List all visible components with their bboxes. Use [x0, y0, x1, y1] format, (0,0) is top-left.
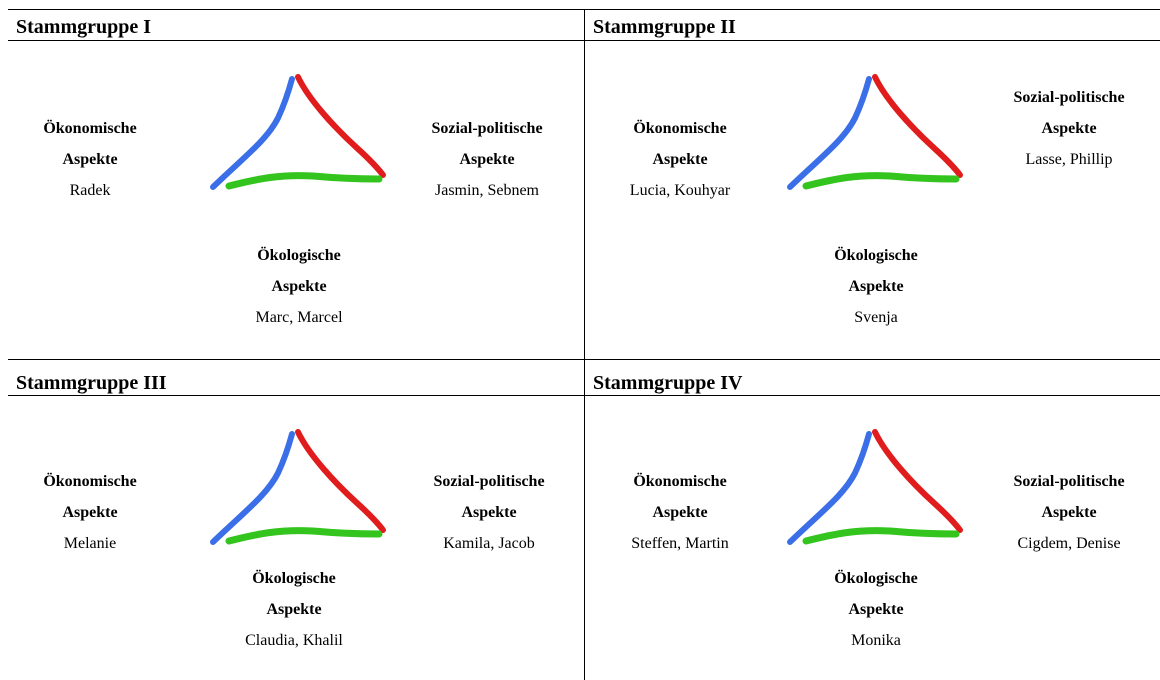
sustainability-triangle	[210, 429, 386, 545]
social-side-stroke	[872, 429, 963, 533]
ecological-aspects-block: Ökologische Aspekte Monika	[796, 563, 956, 656]
economic-side-stroke	[787, 76, 872, 190]
economic-side-stroke	[210, 76, 295, 190]
economic-aspects-block: Ökonomische Aspekte Melanie	[20, 466, 160, 559]
sustainability-triangle	[787, 429, 963, 545]
aspects-label: Aspekte	[62, 151, 118, 168]
economic-aspects-block: Ökonomische Aspekte Steffen, Martin	[605, 466, 755, 559]
table-column-divider	[584, 9, 585, 680]
ecological-label: Ökologische	[252, 570, 336, 587]
social-side-stroke	[872, 74, 963, 178]
aspects-label: Aspekte	[1041, 504, 1097, 521]
social-side-stroke	[295, 429, 386, 533]
social-political-label: Sozial-politische	[1013, 89, 1125, 106]
aspects-label: Aspekte	[271, 278, 327, 295]
social-political-label: Sozial-politische	[433, 473, 545, 490]
member-names: Lucia, Kouhyar	[629, 182, 731, 199]
sustainability-triangle	[787, 74, 963, 190]
quadrant-title: Stammgruppe III	[16, 372, 167, 394]
ecological-label: Ökologische	[834, 570, 918, 587]
member-names: Jasmin, Sebnem	[435, 182, 539, 199]
member-names: Svenja	[854, 309, 898, 326]
ecological-side-stroke	[802, 527, 960, 545]
ecological-side-stroke	[225, 527, 383, 545]
aspects-label: Aspekte	[459, 151, 515, 168]
social-political-aspects-block: Sozial-politische Aspekte Lasse, Phillip	[989, 82, 1149, 175]
ecological-side-stroke	[802, 172, 960, 190]
quadrant-title: Stammgruppe I	[16, 16, 152, 38]
member-names: Kamila, Jacob	[443, 535, 535, 552]
ecological-aspects-block: Ökologische Aspekte Claudia, Khalil	[214, 563, 374, 656]
ecological-aspects-block: Ökologische Aspekte Svenja	[796, 240, 956, 333]
aspects-label: Aspekte	[266, 601, 322, 618]
economic-label: Ökonomische	[633, 473, 727, 490]
social-political-label: Sozial-politische	[1013, 473, 1125, 490]
economic-side-stroke	[787, 431, 872, 545]
member-names: Melanie	[63, 535, 117, 552]
ecological-side-stroke	[225, 172, 383, 190]
quadrant-title: Stammgruppe II	[593, 16, 736, 38]
ecological-label: Ökologische	[834, 247, 918, 264]
aspects-label: Aspekte	[1041, 120, 1097, 137]
ecological-label: Ökologische	[257, 247, 341, 264]
member-names: Radek	[69, 182, 111, 199]
social-political-aspects-block: Sozial-politische Aspekte Cigdem, Denise	[989, 466, 1149, 559]
member-names: Marc, Marcel	[255, 309, 343, 326]
economic-aspects-block: Ökonomische Aspekte Lucia, Kouhyar	[605, 113, 755, 206]
ecological-aspects-block: Ökologische Aspekte Marc, Marcel	[219, 240, 379, 333]
economic-label: Ökonomische	[43, 120, 137, 137]
social-political-label: Sozial-politische	[431, 120, 543, 137]
quadrant-title: Stammgruppe IV	[593, 372, 743, 394]
sustainability-triangle	[210, 74, 386, 190]
economic-aspects-block: Ökonomische Aspekte Radek	[20, 113, 160, 206]
aspects-label: Aspekte	[652, 151, 708, 168]
member-names: Steffen, Martin	[631, 535, 729, 552]
aspects-label: Aspekte	[848, 278, 904, 295]
social-side-stroke	[295, 74, 386, 178]
economic-label: Ökonomische	[43, 473, 137, 490]
aspects-label: Aspekte	[461, 504, 517, 521]
aspects-label: Aspekte	[62, 504, 118, 521]
social-political-aspects-block: Sozial-politische Aspekte Kamila, Jacob	[409, 466, 569, 559]
member-names: Claudia, Khalil	[245, 632, 343, 649]
social-political-aspects-block: Sozial-politische Aspekte Jasmin, Sebnem	[407, 113, 567, 206]
economic-label: Ökonomische	[633, 120, 727, 137]
member-names: Lasse, Phillip	[1025, 151, 1113, 168]
member-names: Monika	[851, 632, 901, 649]
aspects-label: Aspekte	[652, 504, 708, 521]
member-names: Cigdem, Denise	[1017, 535, 1121, 552]
economic-side-stroke	[210, 431, 295, 545]
aspects-label: Aspekte	[848, 601, 904, 618]
